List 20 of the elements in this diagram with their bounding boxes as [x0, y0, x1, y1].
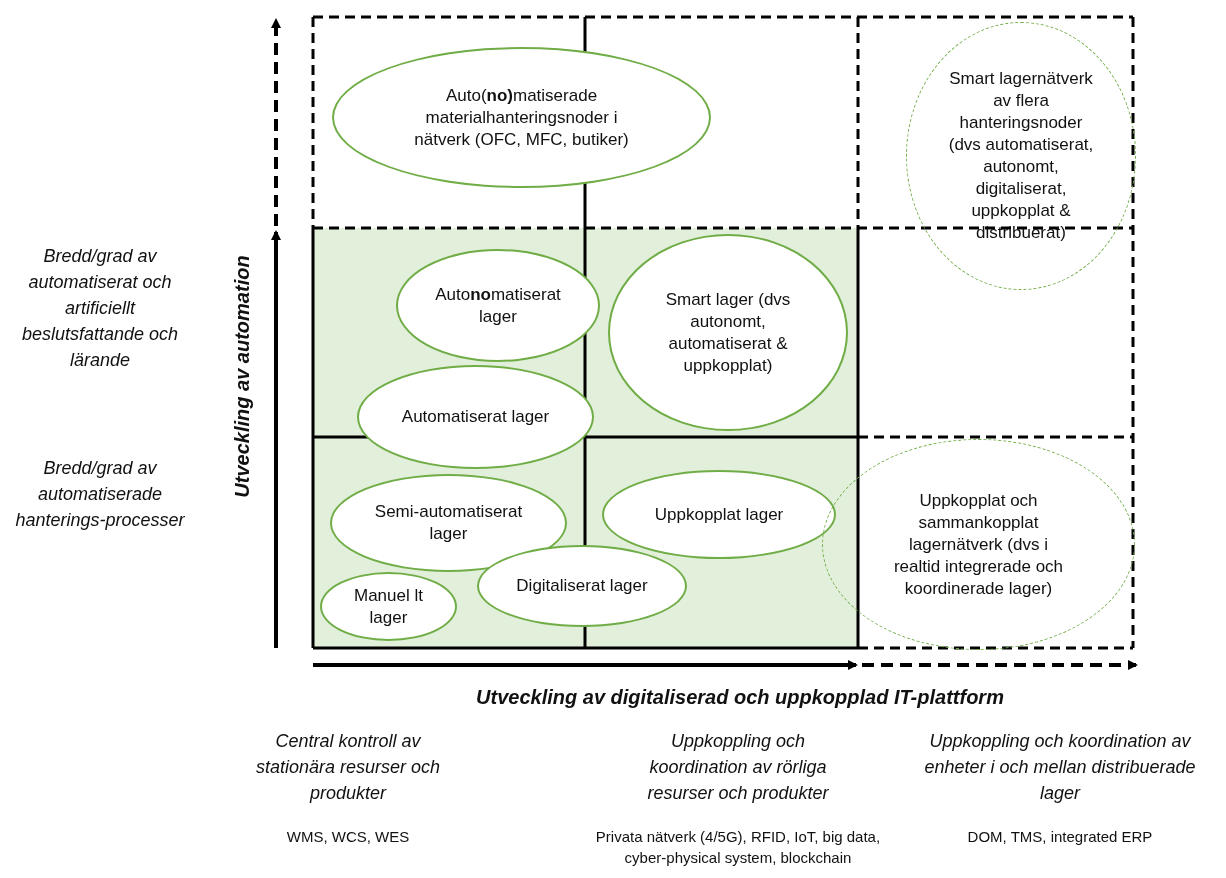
node-label: Semi-automatiserat lager	[373, 501, 524, 545]
axis-title: Utveckling av automation	[230, 254, 254, 500]
node-label: Uppkopplat och sammankopplat lagernätverk (dvs i realtid integrerade och koordinerade lager)	[893, 489, 1064, 600]
axis-description: Bredd/grad av automatiserat och artificiellt beslutsfattande och lärande	[20, 245, 180, 372]
technology-list: DOM, TMS, integrated ERP	[910, 826, 1210, 847]
node-label: Smart lager (dvs autonomt, automatiserat & uppkopplat)	[664, 288, 792, 377]
node-label: Auto(no)matiserade materialhanteringsnoder i nätverk (OFC, MFC, butiker)	[413, 84, 630, 151]
axis-title: Utveckling av digitaliserad och uppkopplad IT-plattform	[475, 686, 1005, 709]
node-label: Digitaliserat lager	[516, 575, 648, 597]
column-description: Central kontroll av stationära resurser och produkter	[254, 730, 442, 805]
node-label: Manuel lt lager	[353, 584, 424, 629]
technology-list: Privata nätverk (4/5G), RFID, IoT, big data, cyber-physical system, blockchain	[573, 826, 903, 868]
node-label: Smart lagernätverk av flera hanteringsnoder (dvs automatiserat, autonomt, digitaliserat, uppkopplat & distribuerat)	[947, 68, 1095, 244]
node-label: Automatiserat lager	[401, 406, 550, 428]
node-label: Autonomatiserat lager	[434, 283, 562, 328]
axis-description: Bredd/grad av automatiserade hanterings-processer	[15, 457, 185, 532]
technology-list: WMS, WCS, WES	[253, 826, 443, 847]
column-description: Uppkoppling och koordination av enheter i och mellan distribuerade lager	[923, 730, 1197, 805]
node-label: Uppkopplat lager	[654, 503, 784, 526]
column-description: Uppkoppling och koordination av rörliga resurser och produkter	[646, 730, 830, 805]
